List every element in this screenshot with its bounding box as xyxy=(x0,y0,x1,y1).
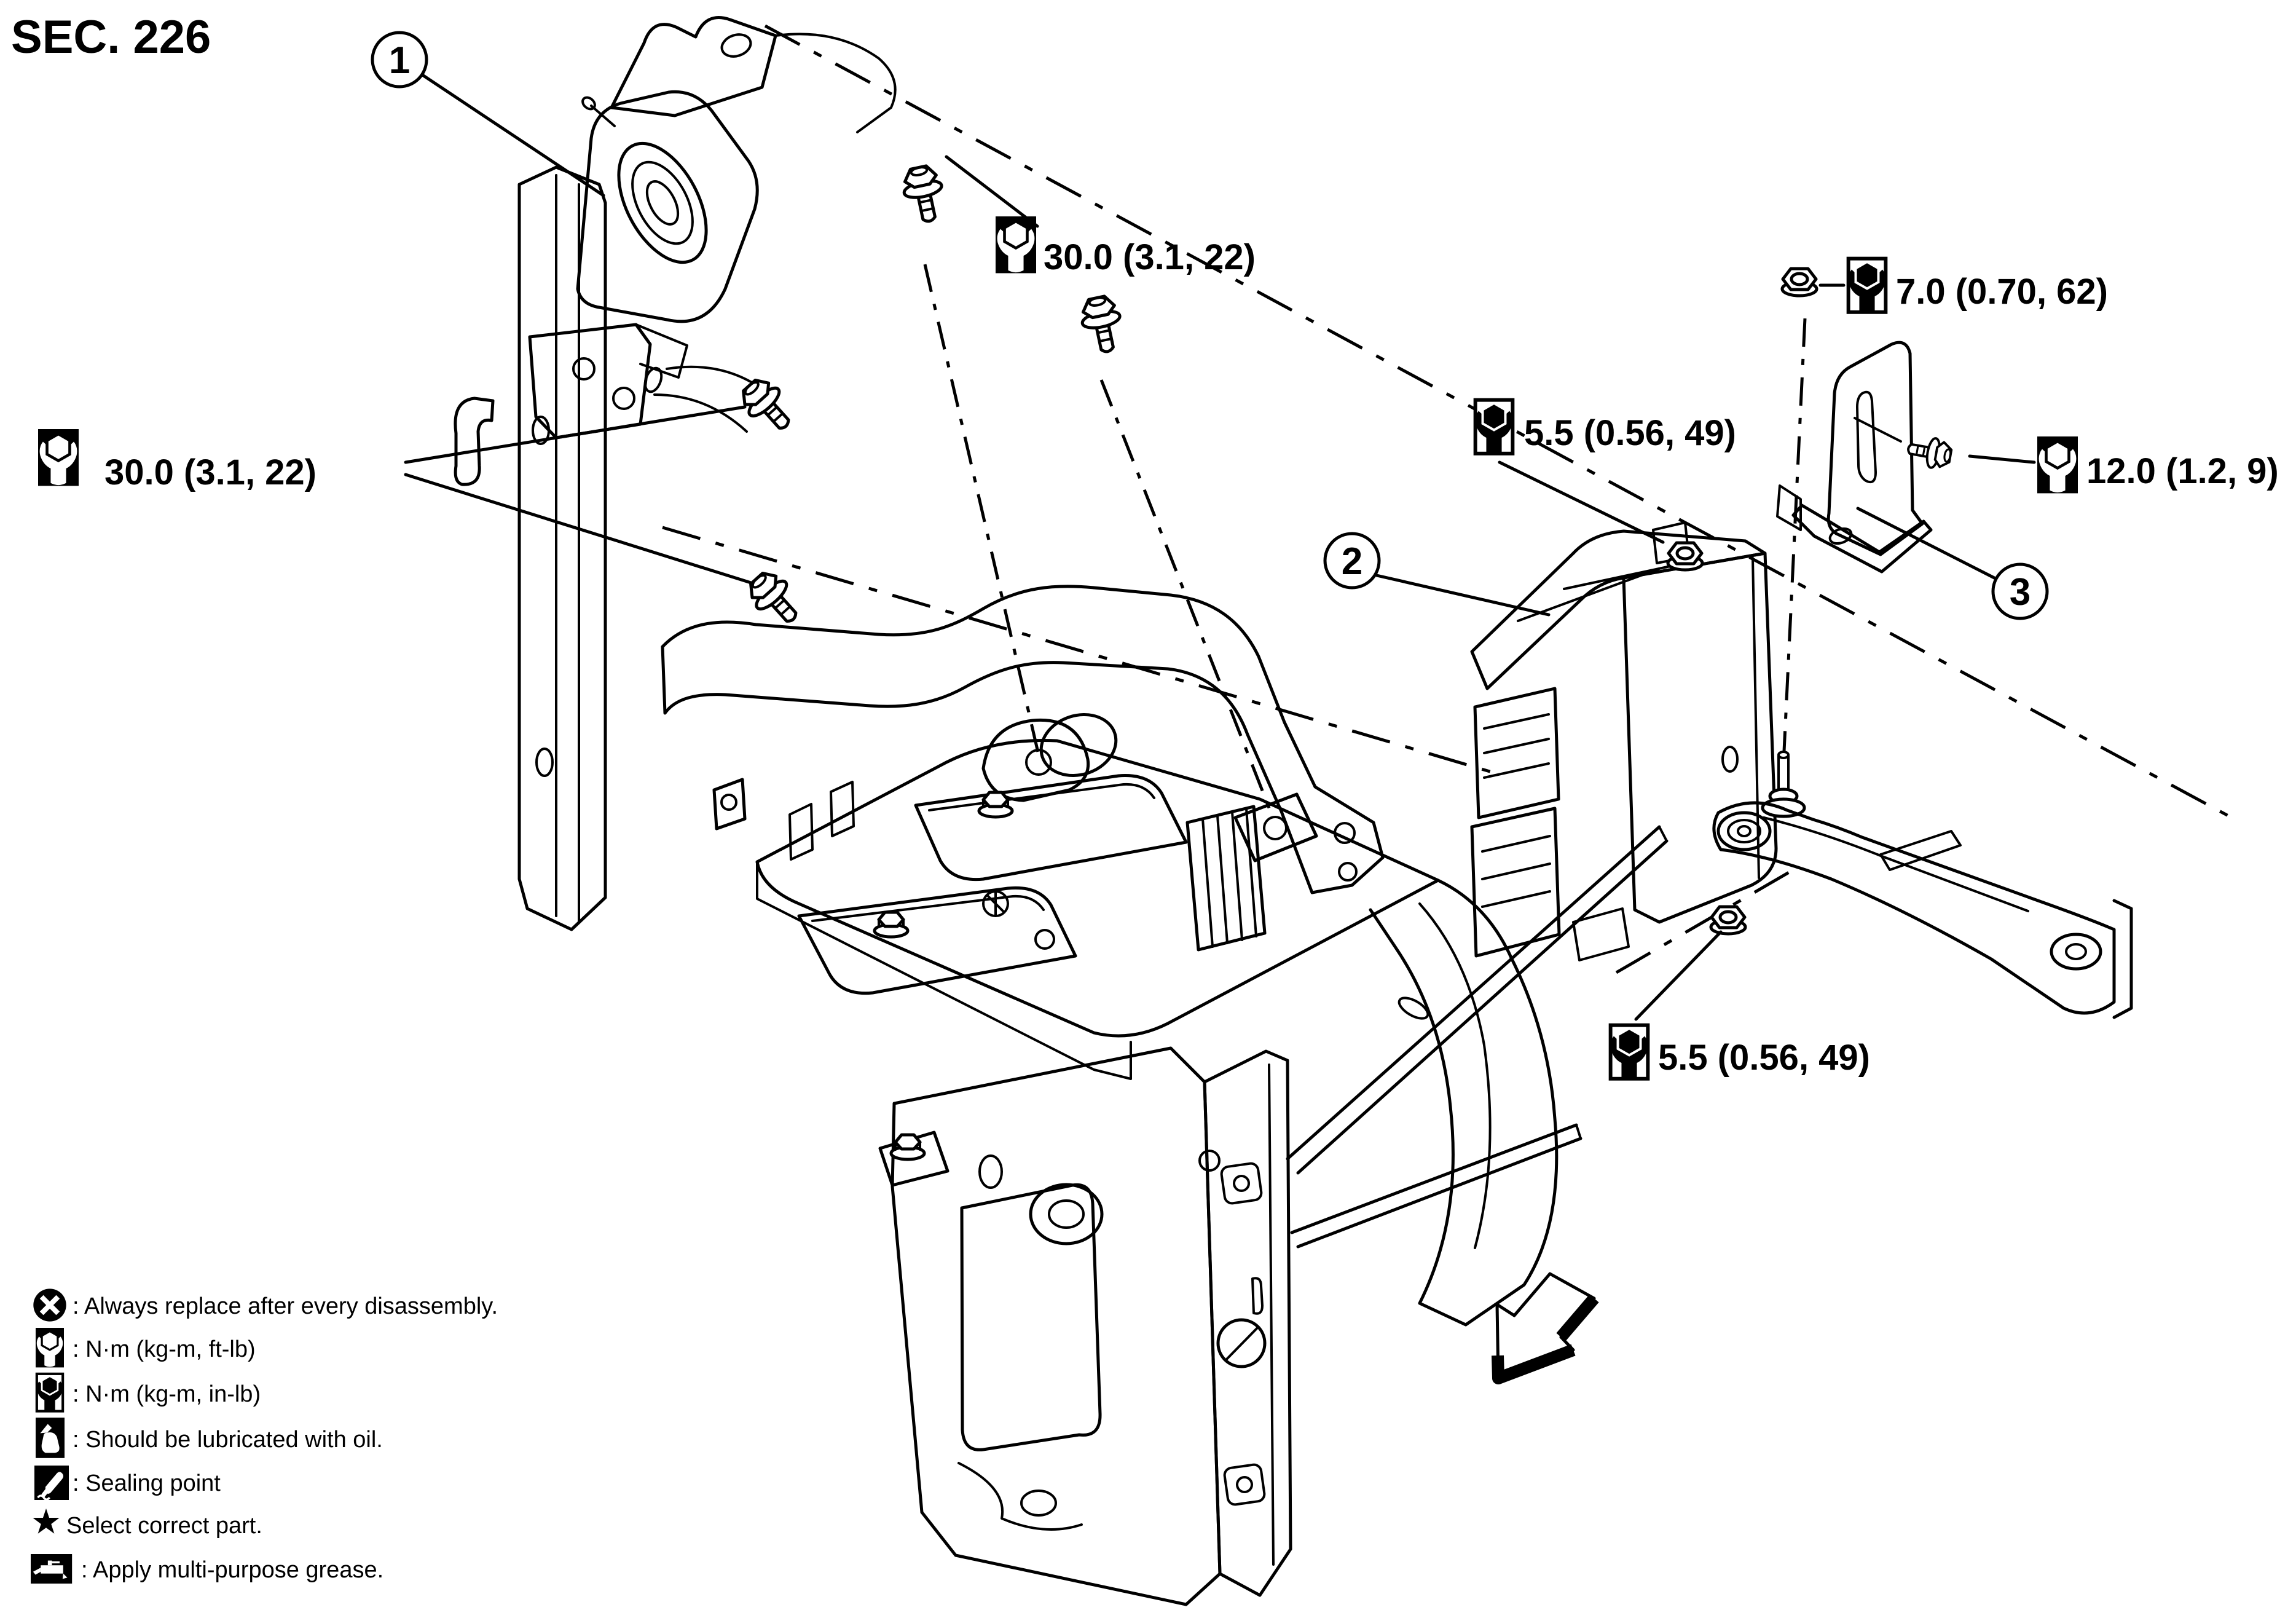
part-number: 1 xyxy=(389,39,410,82)
grease-icon xyxy=(29,1553,73,1585)
torque-callout-12: 12.0 (1.2, 9) xyxy=(2037,436,2279,493)
torque-value: 5.5 (0.56, 49) xyxy=(1658,1038,1870,1078)
torque-callout-55-upper: 5.5 (0.56, 49) xyxy=(1476,400,1736,454)
legend-label: : Always replace after every disassembly… xyxy=(73,1293,498,1319)
sealing-icon xyxy=(33,1464,70,1501)
torque-ft-lb-icon xyxy=(996,216,1036,273)
part-balloon-2: 2 xyxy=(1323,532,1381,590)
fastener-bolts xyxy=(735,164,1126,632)
legend-label: : Should be lubricated with oil. xyxy=(73,1427,383,1453)
bolt-top-2 xyxy=(1078,294,1126,355)
section-title: SEC. 226 xyxy=(11,11,211,63)
battery-tray-frame xyxy=(712,718,1669,1606)
part-number: 2 xyxy=(1342,540,1362,583)
nut-part3 xyxy=(1782,269,1817,296)
legend-row-ftlb: : N·m (kg-m, ft-lb) xyxy=(34,1327,256,1369)
legend-label: Select correct part. xyxy=(66,1513,262,1539)
bolt-top-1 xyxy=(900,164,948,225)
torque-value: 7.0 (0.70, 62) xyxy=(1896,272,2108,312)
torque-in-lb-icon xyxy=(1476,400,1513,454)
always-replace-icon xyxy=(33,1288,66,1322)
part2-control-unit xyxy=(1470,521,1778,961)
star-icon xyxy=(33,1508,60,1534)
legend-row-replace: : Always replace after every disassembly… xyxy=(33,1288,498,1322)
legend-label: : N·m (kg-m, in-lb) xyxy=(73,1381,261,1407)
torque-callout-55-lower: 5.5 (0.56, 49) xyxy=(1611,1025,1870,1079)
part-balloon-1: 1 xyxy=(371,31,428,89)
torque-in-lb-icon xyxy=(1611,1025,1648,1079)
torque-callout-30-top: 30.0 (3.1, 22) xyxy=(996,216,1256,277)
torque-callout-30-left: 30.0 (3.1, 22) xyxy=(38,429,316,492)
legend-label: : Sealing point xyxy=(73,1470,221,1496)
stay-bracket xyxy=(1712,751,2133,1019)
torque-value: 12.0 (1.2, 9) xyxy=(2086,451,2279,491)
torque-ft-lb-icon xyxy=(34,1327,65,1369)
assembly-centerlines xyxy=(662,24,2235,974)
nut-lower xyxy=(1711,907,1745,934)
leader-lines xyxy=(404,73,2036,1021)
torque-value: 30.0 (3.1, 22) xyxy=(1044,237,1256,277)
legend: : Always replace after every disassembly… xyxy=(29,1288,498,1585)
legend-row-star: Select correct part. xyxy=(33,1508,262,1539)
nut-upper xyxy=(1668,543,1702,570)
legend-row-grease: : Apply multi-purpose grease. xyxy=(29,1553,383,1585)
torque-callout-7: 7.0 (0.70, 62) xyxy=(1849,259,2108,313)
direction-arrow xyxy=(1492,1272,1599,1384)
legend-row-oil: : Should be lubricated with oil. xyxy=(36,1418,383,1458)
oil-icon xyxy=(36,1418,65,1458)
torque-value: 30.0 (3.1, 22) xyxy=(104,452,316,492)
bolt-left-2 xyxy=(742,566,808,632)
part3-l-bracket xyxy=(1776,269,1954,574)
torque-in-lb-icon xyxy=(37,1374,63,1412)
torque-value: 5.5 (0.56, 49) xyxy=(1524,413,1736,453)
legend-row-seal: : Sealing point xyxy=(33,1464,221,1501)
legend-label: : Apply multi-purpose grease. xyxy=(81,1557,383,1583)
legend-label: : N·m (kg-m, ft-lb) xyxy=(73,1336,256,1362)
part-balloon-3: 3 xyxy=(1991,562,2049,620)
torque-in-lb-icon xyxy=(1849,259,1886,313)
legend-row-inlb: : N·m (kg-m, in-lb) xyxy=(37,1374,261,1412)
part-number: 3 xyxy=(2010,571,2031,614)
torque-ft-lb-icon xyxy=(38,429,79,486)
torque-ft-lb-icon xyxy=(2037,436,2078,493)
